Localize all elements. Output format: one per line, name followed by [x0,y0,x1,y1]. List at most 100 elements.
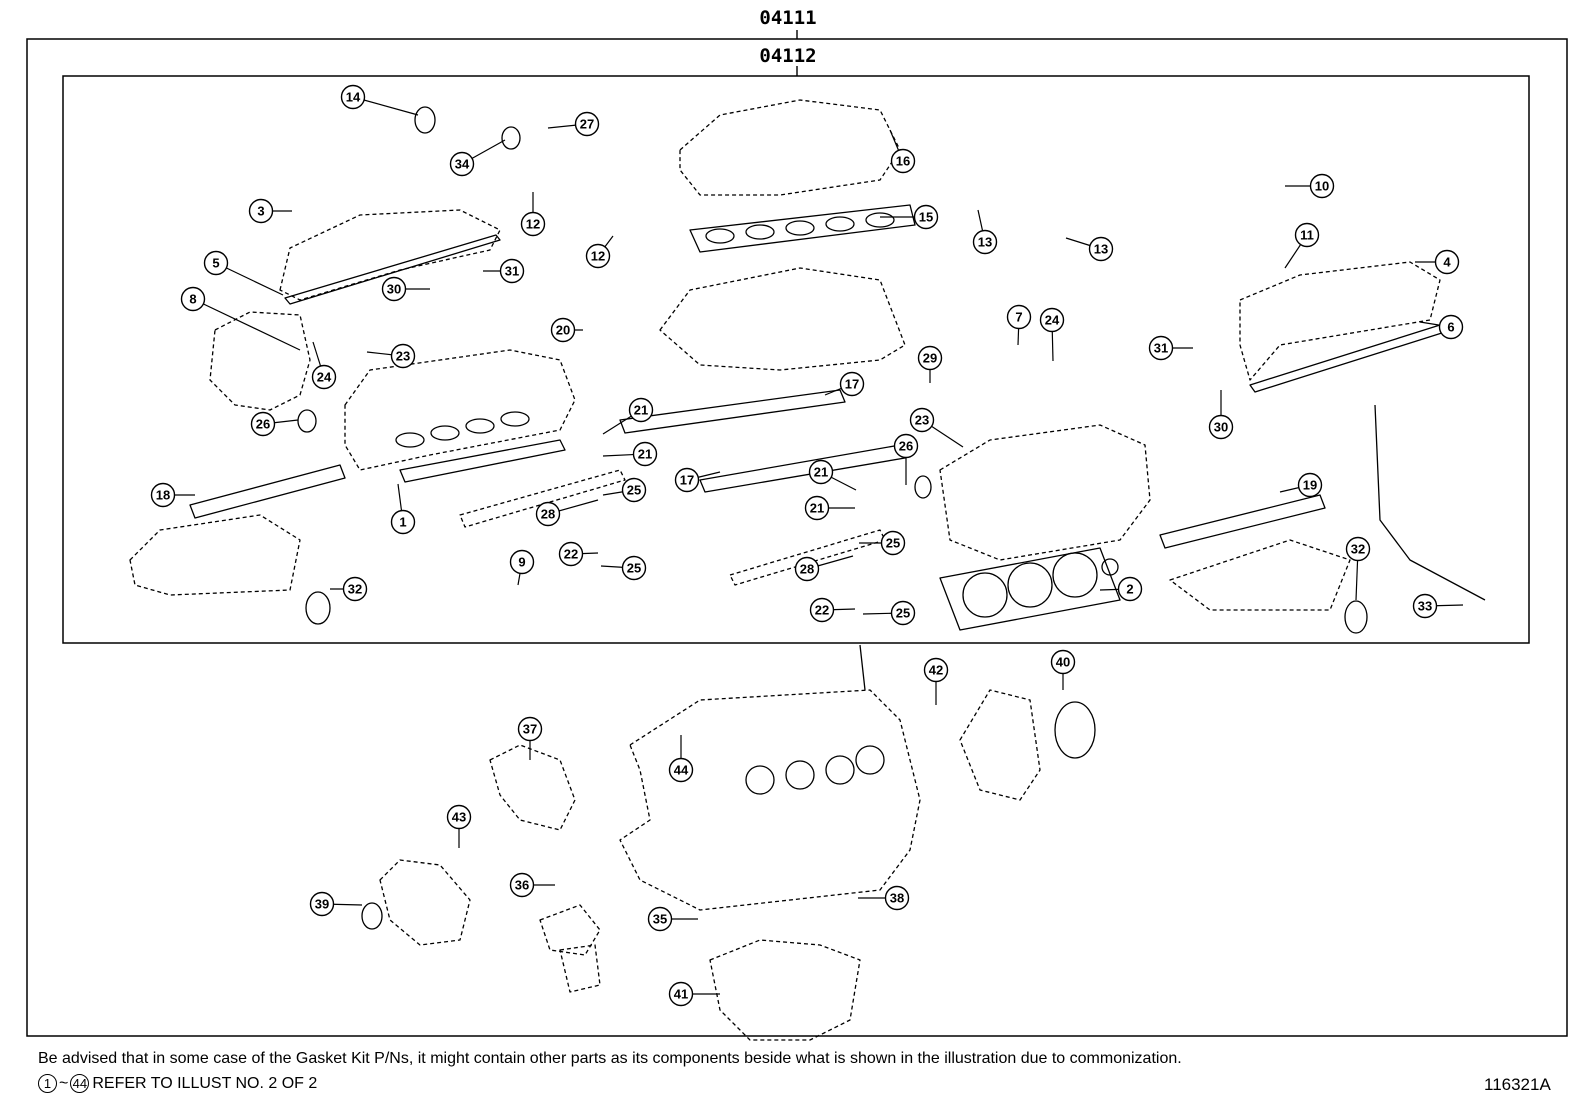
callout-16: 16 [889,129,916,174]
svg-text:28: 28 [800,562,814,577]
callout-40: 40 [1050,649,1076,690]
svg-text:30: 30 [387,282,401,297]
refer-note: 1 ~ 44 REFER TO ILLUST NO. 2 OF 2 [38,1074,317,1093]
callout-43: 43 [446,804,472,848]
illustration-id: 116321A [1484,1075,1551,1094]
svg-text:41: 41 [674,987,688,1002]
callout-12: 12 [585,235,614,269]
svg-text:37: 37 [523,722,537,737]
svg-text:25: 25 [627,561,641,576]
svg-text:12: 12 [591,249,605,264]
svg-text:31: 31 [505,264,519,279]
svg-text:18: 18 [156,488,170,503]
svg-text:29: 29 [923,351,937,366]
callout-42: 42 [923,657,949,705]
callout-32: 32 [330,576,368,602]
svg-text:8: 8 [189,292,196,307]
svg-text:24: 24 [1045,313,1060,328]
svg-text:32: 32 [348,582,362,597]
callout-24: 24 [1039,307,1065,362]
svg-text:42: 42 [929,663,943,678]
svg-text:22: 22 [815,603,829,618]
svg-text:13: 13 [1094,242,1108,257]
svg-text:15: 15 [919,210,933,225]
callout-15: 15 [880,204,939,230]
callout-18: 18 [150,482,195,508]
svg-text:26: 26 [256,417,270,432]
callout-37: 37 [517,716,543,760]
callout-5: 5 [203,250,284,296]
callout-31: 31 [1148,335,1193,361]
svg-text:31: 31 [1154,341,1168,356]
callout-35: 35 [647,906,698,932]
callout-21: 21 [804,495,855,521]
inner-kit-label: 04112 [759,45,816,67]
svg-text:22: 22 [564,547,578,562]
callout-34: 34 [449,139,506,177]
svg-text:25: 25 [886,536,900,551]
callout-31: 31 [483,258,525,284]
svg-text:30: 30 [1214,420,1228,435]
callout-25: 25 [602,477,647,503]
callout-23: 23 [366,343,416,369]
callout-26: 26 [250,411,299,437]
callout-38: 38 [858,885,910,911]
svg-text:23: 23 [396,349,410,364]
svg-text:25: 25 [896,606,910,621]
callout-30: 30 [1208,390,1234,440]
callout-25: 25 [600,555,647,581]
svg-text:25: 25 [627,483,641,498]
part-sketches [129,99,1486,1041]
callout-24: 24 [311,341,337,390]
callout-25: 25 [862,600,916,626]
svg-text:17: 17 [680,473,694,488]
svg-text:21: 21 [638,447,652,462]
svg-text:38: 38 [890,891,904,906]
svg-text:32: 32 [1351,542,1365,557]
callout-14: 14 [340,84,419,116]
callout-41: 41 [668,981,720,1007]
svg-text:44: 44 [674,763,689,778]
callout-1: 1 [390,483,416,535]
callout-30: 30 [381,276,430,302]
refer-text: REFER TO ILLUST NO. 2 OF 2 [92,1074,318,1092]
callout-21: 21 [808,459,857,491]
callout-2: 2 [1099,576,1143,602]
svg-text:9: 9 [518,555,525,570]
callout-12: 12 [520,192,546,237]
callout-21: 21 [602,397,654,435]
callout-33: 33 [1412,593,1464,619]
svg-text:10: 10 [1315,179,1329,194]
callout-17: 17 [824,371,865,397]
callout-11: 11 [1284,222,1320,269]
callout-28: 28 [794,555,854,582]
svg-text:5: 5 [212,256,219,271]
svg-text:13: 13 [978,235,992,250]
svg-text:23: 23 [915,413,929,428]
callout-13: 13 [972,209,998,255]
svg-text:3: 3 [257,204,264,219]
svg-text:36: 36 [515,878,529,893]
svg-text:6: 6 [1447,320,1454,335]
svg-text:11: 11 [1300,228,1314,243]
svg-text:28: 28 [541,507,555,522]
svg-text:35: 35 [653,912,667,927]
callout-8: 8 [180,286,301,351]
refer-from-marker: 1 [38,1074,57,1093]
callout-32: 32 [1345,536,1371,601]
callout-36: 36 [509,872,555,898]
svg-text:19: 19 [1303,478,1317,493]
svg-text:26: 26 [899,439,913,454]
svg-text:20: 20 [556,323,570,338]
callout-7: 7 [1006,304,1032,346]
svg-text:40: 40 [1056,655,1070,670]
outer-kit-label: 04111 [759,7,816,29]
callout-39: 39 [309,891,363,917]
callout-17: 17 [674,467,721,493]
callout-23: 23 [909,407,964,448]
svg-text:12: 12 [526,217,540,232]
callout-28: 28 [535,499,599,527]
svg-text:21: 21 [810,501,824,516]
